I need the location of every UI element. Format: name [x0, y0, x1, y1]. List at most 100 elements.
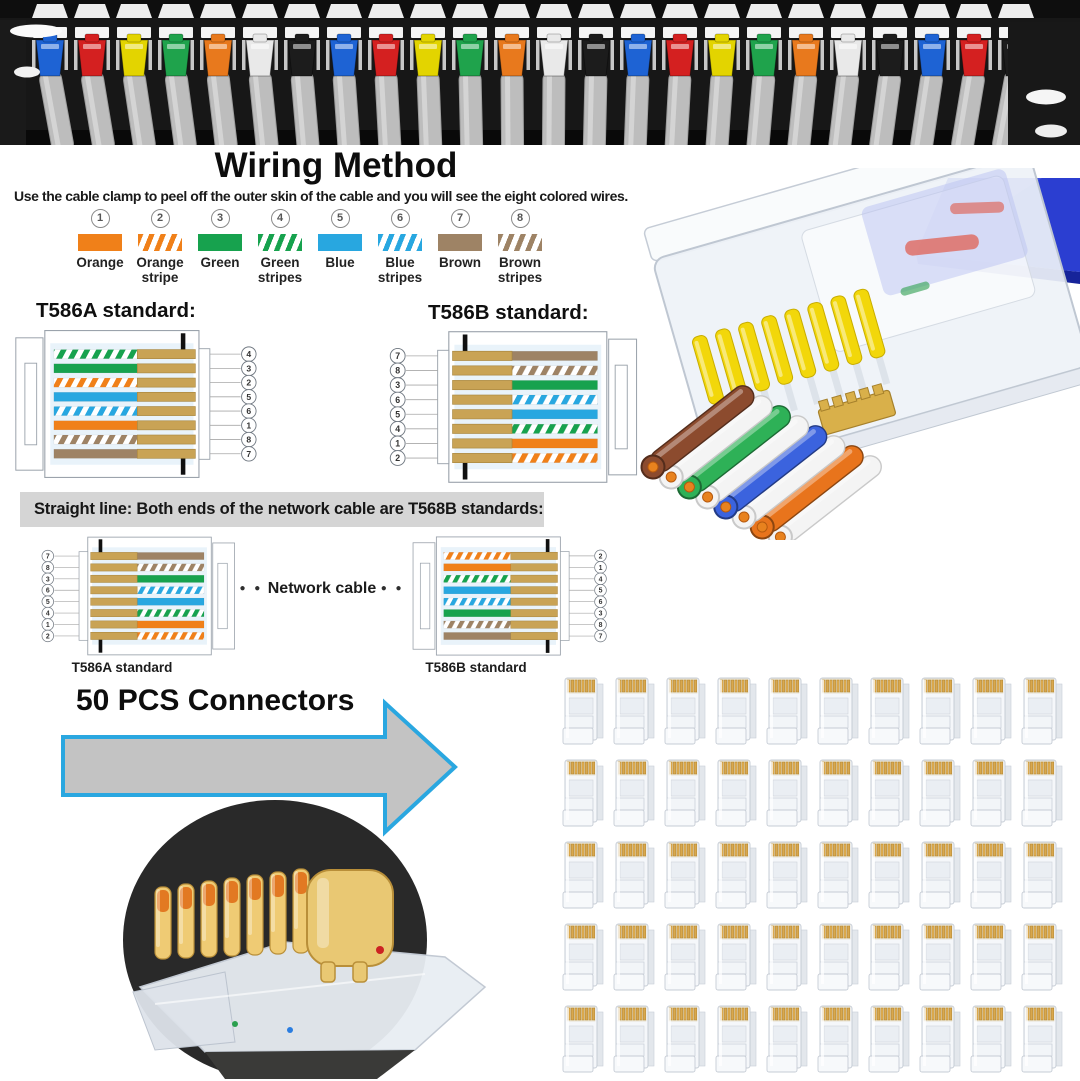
legend-number: 8	[510, 209, 530, 228]
color-swatch	[258, 234, 302, 251]
rj45-connector-item	[815, 676, 861, 748]
color-swatch	[138, 234, 182, 251]
legend-label: Green stripes	[257, 255, 303, 286]
rj45-connector-item	[866, 1004, 912, 1076]
rj45-connector-item	[1019, 840, 1065, 912]
svg-text:8: 8	[395, 366, 400, 376]
rj45-connector-item	[560, 922, 606, 994]
legend-number: 6	[390, 209, 410, 228]
rj45-connector-item	[968, 1004, 1014, 1076]
legend-number: 2	[150, 209, 170, 228]
svg-text:8: 8	[599, 622, 603, 629]
svg-text:3: 3	[395, 380, 400, 390]
legend-label: Orange stripe	[136, 255, 184, 286]
svg-text:7: 7	[246, 449, 251, 459]
rj45-connector-item	[713, 676, 759, 748]
rj45-connector-item	[713, 840, 759, 912]
rj45-connector-item	[611, 758, 657, 830]
legend-number: 3	[210, 209, 230, 228]
rj45-connector-item	[662, 758, 708, 830]
svg-text:3: 3	[246, 363, 251, 373]
rj45-connector-item	[815, 840, 861, 912]
arrow-shape	[61, 698, 458, 837]
rj45-connector-item	[764, 758, 810, 830]
connector-grid	[560, 676, 1080, 1078]
svg-text:1: 1	[46, 622, 50, 629]
rj45-connector-item	[866, 676, 912, 748]
rj45-connector-item	[815, 758, 861, 830]
rj45-connector-item	[917, 1004, 963, 1076]
flow-arrow	[61, 698, 458, 837]
straight-line-banner: Straight line: Both ends of the network …	[20, 492, 544, 527]
legend-number: 4	[270, 209, 290, 228]
rj45-connector-item	[560, 676, 606, 748]
rj45-connector-item	[917, 840, 963, 912]
rj45-connector-item	[1019, 758, 1065, 830]
legend-label: Brown stripes	[497, 255, 543, 286]
svg-text:8: 8	[46, 565, 50, 572]
rj45-connector-item	[560, 1004, 606, 1076]
left-diagram-caption: T586A standard	[71, 660, 173, 675]
rj45-connector-item	[815, 922, 861, 994]
rj45-connector-item	[560, 758, 606, 830]
svg-text:4: 4	[46, 611, 50, 618]
color-swatch	[438, 234, 482, 251]
svg-text:3: 3	[46, 576, 50, 583]
legend-label: Brown	[439, 255, 481, 270]
svg-text:5: 5	[246, 392, 251, 402]
color-swatch	[498, 234, 542, 251]
dots-right: ● ●	[380, 583, 405, 594]
legend-label: Blue	[325, 255, 355, 270]
rj45-connector-item	[917, 676, 963, 748]
rj45-connector-item	[968, 840, 1014, 912]
rj45-connector-item	[1019, 676, 1065, 748]
svg-text:5: 5	[395, 409, 400, 419]
rj45-connector-item	[764, 922, 810, 994]
svg-text:4: 4	[395, 424, 400, 434]
pcs-heading: 50 PCS Connectors	[76, 684, 355, 717]
svg-text:8: 8	[246, 435, 251, 445]
rj45-connector-item	[560, 840, 606, 912]
legend-number: 5	[330, 209, 350, 228]
svg-text:3: 3	[599, 611, 603, 618]
svg-text:2: 2	[599, 553, 603, 560]
svg-text:2: 2	[246, 378, 251, 388]
rj45-connector-item	[764, 1004, 810, 1076]
right-diagram-caption: T586B standard	[425, 660, 527, 675]
color-swatch	[198, 234, 242, 251]
rj45-connector-item	[968, 676, 1014, 748]
rj45-connector-item	[917, 922, 963, 994]
rj45-connector-item	[611, 840, 657, 912]
legend-label: Blue stripes	[377, 255, 423, 286]
rj45-connector-item	[917, 758, 963, 830]
t586b-heading: T586B standard:	[428, 301, 589, 324]
svg-text:7: 7	[46, 554, 50, 561]
rj45-connector-item	[713, 922, 759, 994]
svg-text:6: 6	[395, 395, 400, 405]
rj45-connector-item	[662, 922, 708, 994]
network-cable-text: Network cable	[267, 580, 377, 597]
rj45-connector-item	[968, 922, 1014, 994]
rj45-connector-render	[640, 168, 1080, 540]
rj45-connector-item	[1019, 1004, 1065, 1076]
rj45-connector-item	[968, 758, 1014, 830]
rj45-connector-item	[713, 1004, 759, 1076]
patch-panel-photo	[0, 0, 1080, 145]
rj45-connector-item	[713, 758, 759, 830]
rj45-connector-item	[662, 676, 708, 748]
rj45-connector-item	[764, 840, 810, 912]
svg-text:4: 4	[246, 349, 251, 359]
rj45-connector-item	[866, 840, 912, 912]
page-title: Wiring Method	[214, 146, 458, 185]
